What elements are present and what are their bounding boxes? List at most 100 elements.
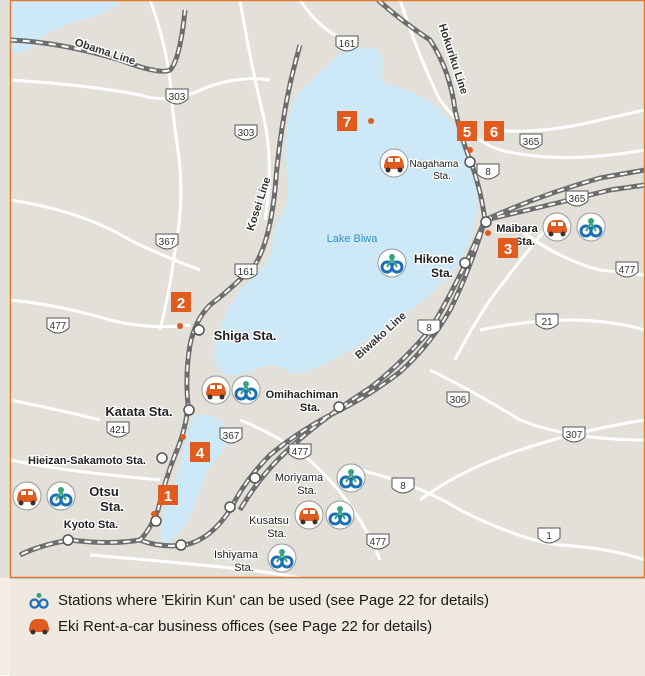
svg-text:477: 477 (619, 265, 636, 276)
svg-text:Sta.: Sta. (300, 402, 320, 414)
car-icon[interactable] (542, 212, 572, 242)
route-sign: 21 (535, 313, 559, 330)
route-sign: 8 (476, 163, 500, 180)
route-sign: 367 (155, 233, 179, 250)
svg-text:Hieizan-Sakamoto Sta.: Hieizan-Sakamoto Sta. (28, 455, 146, 467)
marker-6[interactable]: 6 (484, 121, 504, 141)
svg-text:Hikone: Hikone (414, 252, 454, 266)
route-signs: 1613033033653671614778836521306307421367… (46, 35, 639, 550)
svg-text:Sta.: Sta. (297, 485, 317, 497)
svg-text:306: 306 (450, 395, 467, 406)
svg-text:Sta.: Sta. (267, 528, 287, 540)
southern-lake (160, 414, 227, 545)
svg-text:1: 1 (546, 531, 552, 542)
route-sign: 367 (219, 427, 243, 444)
station-label: Shiga Sta. (212, 327, 277, 345)
station-label: Kyoto Sta. (63, 518, 120, 533)
regional-map[interactable]: 1613033033653671614778836521306307421367… (0, 0, 645, 578)
route-sign: 8 (391, 477, 415, 494)
car-icon[interactable] (201, 375, 231, 405)
marker-2[interactable]: 2 (171, 292, 191, 329)
svg-text:303: 303 (238, 128, 255, 139)
ekirin-kun-icon[interactable] (575, 211, 607, 243)
station-dot (156, 452, 168, 464)
svg-text:Shiga Sta.: Shiga Sta. (214, 328, 277, 343)
svg-text:1: 1 (164, 488, 172, 505)
svg-text:Sta.: Sta. (100, 499, 124, 514)
svg-text:2: 2 (177, 295, 185, 312)
station-dot (333, 401, 345, 413)
svg-text:Kyoto Sta.: Kyoto Sta. (64, 519, 118, 531)
svg-text:477: 477 (292, 447, 309, 458)
svg-text:8: 8 (400, 481, 406, 492)
svg-text:Sta.: Sta. (234, 562, 254, 574)
svg-text:307: 307 (566, 430, 583, 441)
route-sign: 477 (46, 317, 70, 334)
svg-text:8: 8 (426, 323, 432, 334)
svg-text:7: 7 (343, 114, 351, 131)
car-icon[interactable] (294, 500, 324, 530)
station-dot (459, 257, 471, 269)
marker-4[interactable]: 4 (180, 434, 210, 462)
station-dot (249, 472, 261, 484)
legend-item-car: Eki Rent-a-car business offices (see Pag… (28, 617, 432, 635)
svg-text:Otsu: Otsu (89, 484, 119, 499)
svg-text:Kusatsu: Kusatsu (249, 515, 289, 527)
station-dot (62, 534, 74, 546)
route-sign: 161 (234, 263, 258, 280)
svg-text:161: 161 (238, 267, 255, 278)
marker-3[interactable]: 3 (485, 230, 518, 258)
route-sign: 1 (537, 527, 561, 544)
svg-text:Ishiyama: Ishiyama (214, 549, 259, 561)
station-dot (150, 515, 162, 527)
svg-text:8: 8 (485, 167, 491, 178)
route-sign: 477 (366, 533, 390, 550)
ekirin-kun-icon[interactable] (324, 499, 356, 531)
rail-lines (9, 0, 645, 558)
svg-text:367: 367 (223, 431, 240, 442)
station-label: Katata Sta. (104, 403, 174, 421)
svg-text:421: 421 (110, 425, 127, 436)
map-legend: Stations where 'Ekirin Kun' can be used … (10, 578, 645, 676)
svg-text:5: 5 (463, 124, 471, 141)
ekirin-kun-icon[interactable] (335, 462, 367, 494)
markers: 1 2 3 4 5 6 7 (151, 111, 518, 517)
ekirin-kun-icon[interactable] (45, 480, 77, 512)
svg-text:6: 6 (490, 124, 498, 141)
legend-label-ekirin: Stations where 'Ekirin Kun' can be used … (58, 591, 489, 609)
route-sign: 306 (446, 391, 470, 408)
car-icon[interactable] (379, 148, 409, 178)
ekirin-kun-icon[interactable] (376, 247, 408, 279)
ekirin-kun-icon (29, 592, 49, 609)
svg-text:365: 365 (569, 194, 586, 205)
marker-1[interactable]: 1 (151, 485, 178, 517)
svg-text:477: 477 (50, 321, 67, 332)
svg-text:Katata Sta.: Katata Sta. (105, 404, 172, 419)
car-icon (29, 619, 49, 635)
route-sign: 161 (335, 35, 359, 52)
station-dot (480, 216, 492, 228)
ekirin-kun-icon[interactable] (266, 542, 298, 574)
svg-text:Maibara: Maibara (496, 223, 538, 235)
ekirin-kun-icon[interactable] (230, 374, 262, 406)
svg-text:367: 367 (159, 237, 176, 248)
route-sign: 303 (234, 124, 258, 141)
station-dot (175, 539, 187, 551)
route-sign: 8 (417, 319, 441, 336)
legend-item-ekirin: Stations where 'Ekirin Kun' can be used … (28, 591, 489, 609)
route-sign: 303 (165, 88, 189, 105)
marker-5[interactable]: 5 (457, 121, 477, 153)
svg-text:Sta.: Sta. (515, 236, 535, 248)
car-icon[interactable] (12, 481, 42, 511)
station-dot (464, 156, 476, 168)
svg-text:Sta.: Sta. (433, 171, 451, 182)
route-sign: 365 (519, 133, 543, 150)
svg-text:161: 161 (339, 39, 356, 50)
marker-7[interactable]: 7 (337, 111, 374, 131)
